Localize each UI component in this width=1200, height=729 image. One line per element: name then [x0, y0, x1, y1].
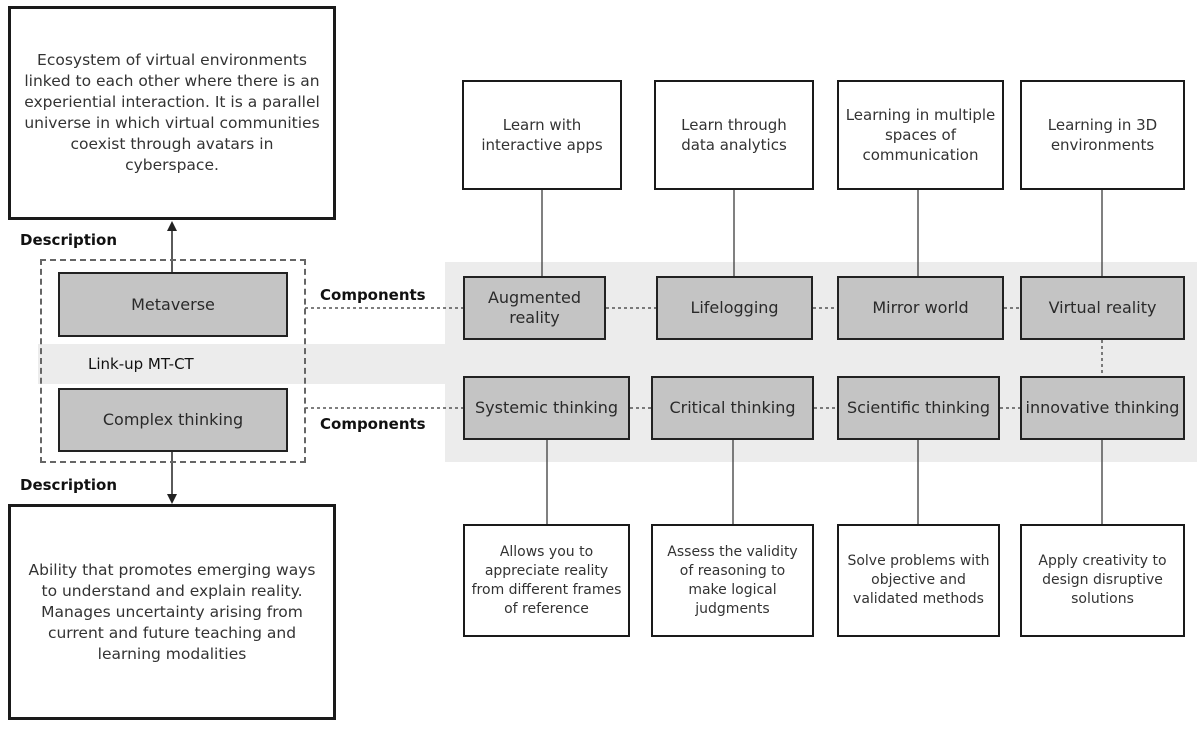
metaverse-components-label: Components [320, 286, 426, 304]
metaverse-description-label: Description [20, 231, 118, 249]
complex-thinking-components-label: Components [320, 415, 426, 433]
complex-thinking-component-detail: Apply creativity to design disruptive so… [1020, 524, 1185, 637]
metaverse-description-text: Ecosystem of virtual environments linked… [24, 51, 320, 174]
detail-text: Learn through data analytics [681, 116, 787, 154]
complex-thinking-component-detail: Assess the validity of reasoning to make… [651, 524, 814, 637]
metaverse-component: Augmented reality [463, 276, 606, 340]
complex-thinking-title: Complex thinking [102, 410, 244, 429]
metaverse-component-detail: Learn through data analytics [654, 80, 814, 190]
detail-text: Solve problems with objective and valida… [847, 553, 990, 607]
component-name: Mirror world [872, 298, 969, 317]
component-name: Augmented reality [487, 288, 582, 327]
component-name: Scientific thinking [846, 398, 991, 417]
component-name: Lifelogging [690, 298, 779, 317]
link-up-frame [40, 259, 306, 463]
complex-thinking-component-detail: Allows you to appreciate reality from di… [463, 524, 630, 637]
complex-thinking-component: innovative thinking [1020, 376, 1185, 440]
metaverse-component-detail: Learning in multiple spaces of communica… [837, 80, 1004, 190]
complex-thinking-description-label: Description [20, 476, 118, 494]
metaverse-component: Lifelogging [656, 276, 813, 340]
metaverse-description-box: Ecosystem of virtual environments linked… [8, 6, 336, 220]
metaverse-component: Virtual reality [1020, 276, 1185, 340]
complex-thinking-component-detail: Solve problems with objective and valida… [837, 524, 1000, 637]
metaverse-component-detail: Learn with interactive apps [462, 80, 622, 190]
link-up-label: Link-up MT-CT [88, 355, 194, 373]
metaverse-component: Mirror world [837, 276, 1004, 340]
metaverse-box: Metaverse [58, 272, 288, 337]
complex-thinking-component: Critical thinking [651, 376, 814, 440]
complex-thinking-box: Complex thinking [58, 388, 288, 452]
complex-thinking-description-box: Ability that promotes emerging ways to u… [8, 504, 336, 720]
metaverse-title: Metaverse [131, 294, 215, 314]
component-name: Systemic thinking [475, 398, 618, 417]
detail-text: Learning in 3D environments [1047, 116, 1158, 154]
detail-text: Apply creativity to design disruptive so… [1038, 553, 1167, 607]
detail-text: Assess the validity of reasoning to make… [667, 543, 798, 617]
component-name: Virtual reality [1048, 298, 1157, 317]
metaverse-component-detail: Learning in 3D environments [1020, 80, 1185, 190]
link-up-band [38, 344, 448, 384]
component-name: innovative thinking [1025, 398, 1180, 417]
complex-thinking-component: Systemic thinking [463, 376, 630, 440]
detail-text: Allows you to appreciate reality from di… [471, 543, 622, 617]
component-name: Critical thinking [669, 398, 796, 417]
complex-thinking-description-text: Ability that promotes emerging ways to u… [28, 560, 316, 663]
detail-text: Learn with interactive apps [481, 116, 603, 154]
detail-text: Learning in multiple spaces of communica… [845, 106, 996, 164]
complex-thinking-component: Scientific thinking [837, 376, 1000, 440]
